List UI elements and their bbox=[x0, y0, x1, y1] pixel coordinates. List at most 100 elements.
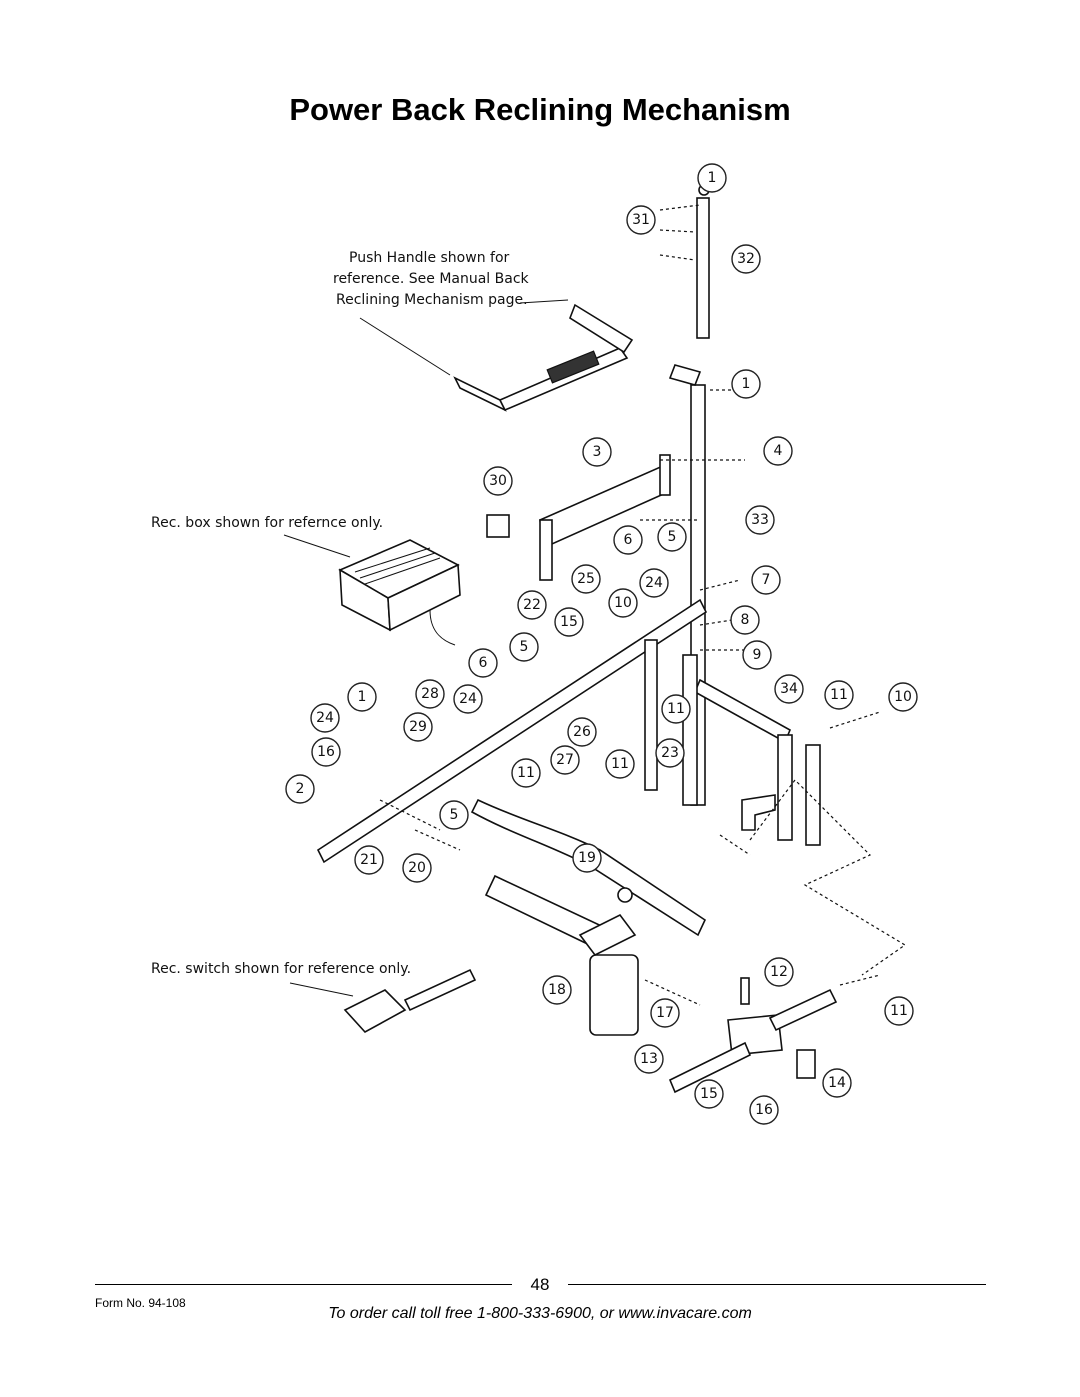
callout: 3 bbox=[582, 437, 612, 467]
leader-rec-box bbox=[283, 534, 351, 558]
svg-text:6: 6 bbox=[479, 655, 488, 671]
callout: 16 bbox=[311, 737, 341, 767]
note-push-handle-3: Reclining Mechanism page. bbox=[336, 292, 528, 308]
main-frame bbox=[316, 598, 821, 937]
svg-text:9: 9 bbox=[753, 647, 762, 663]
svg-text:33: 33 bbox=[751, 512, 769, 528]
order-line: To order call toll free 1-800-333-6900, … bbox=[328, 1305, 752, 1322]
callout: 20 bbox=[402, 853, 432, 883]
callout: 11 bbox=[824, 680, 854, 710]
callout: 7 bbox=[751, 565, 781, 595]
svg-text:14: 14 bbox=[828, 1075, 846, 1091]
dashed-hardware bbox=[379, 204, 881, 986]
svg-text:11: 11 bbox=[611, 756, 629, 772]
callout: 18 bbox=[542, 975, 572, 1005]
callout: 4 bbox=[763, 436, 793, 466]
callout: 30 bbox=[483, 466, 513, 496]
svg-text:26: 26 bbox=[573, 724, 591, 740]
callout: 22 bbox=[517, 590, 547, 620]
leader-push-handle bbox=[359, 317, 451, 376]
svg-text:24: 24 bbox=[645, 575, 663, 591]
callout: 13 bbox=[634, 1044, 664, 1074]
callout: 26 bbox=[567, 717, 597, 747]
callout: 15 bbox=[694, 1079, 724, 1109]
callout: 21 bbox=[354, 845, 384, 875]
callout: 28 bbox=[415, 679, 445, 709]
svg-text:10: 10 bbox=[894, 689, 912, 705]
svg-text:12: 12 bbox=[770, 964, 788, 980]
svg-text:19: 19 bbox=[578, 850, 596, 866]
callout: 9 bbox=[742, 640, 772, 670]
callout: 5 bbox=[439, 800, 469, 830]
svg-text:10: 10 bbox=[614, 595, 632, 611]
callout: 10 bbox=[608, 588, 638, 618]
lower-tube bbox=[668, 977, 838, 1094]
callout: 16 bbox=[749, 1095, 779, 1125]
callout: 29 bbox=[403, 712, 433, 742]
callout: 14 bbox=[822, 1068, 852, 1098]
svg-text:25: 25 bbox=[577, 571, 595, 587]
callout: 11 bbox=[511, 758, 541, 788]
svg-text:1: 1 bbox=[708, 170, 717, 186]
callout: 17 bbox=[650, 998, 680, 1028]
push-handle bbox=[453, 303, 634, 412]
svg-text:11: 11 bbox=[517, 765, 535, 781]
callout: 24 bbox=[453, 684, 483, 714]
callout: 2 bbox=[285, 774, 315, 804]
svg-text:29: 29 bbox=[409, 719, 427, 735]
note-push-handle-1: Push Handle shown for bbox=[349, 250, 510, 266]
svg-text:4: 4 bbox=[774, 443, 783, 459]
callout: 5 bbox=[509, 632, 539, 662]
callout: 31 bbox=[626, 205, 656, 235]
svg-text:17: 17 bbox=[656, 1005, 674, 1021]
svg-text:20: 20 bbox=[408, 860, 426, 876]
svg-text:22: 22 bbox=[523, 597, 541, 613]
callout: 11 bbox=[884, 996, 914, 1026]
callout: 34 bbox=[774, 674, 804, 704]
svg-text:5: 5 bbox=[450, 807, 459, 823]
svg-text:24: 24 bbox=[459, 691, 477, 707]
svg-text:15: 15 bbox=[560, 614, 578, 630]
note-rec-box: Rec. box shown for refernce only. bbox=[151, 515, 383, 531]
callout: 10 bbox=[888, 682, 918, 712]
callout: 12 bbox=[764, 957, 794, 987]
svg-text:21: 21 bbox=[360, 852, 378, 868]
footer-rule-right bbox=[568, 1284, 986, 1285]
callout: 1 bbox=[731, 369, 761, 399]
svg-text:23: 23 bbox=[661, 745, 679, 761]
svg-text:11: 11 bbox=[667, 701, 685, 717]
svg-text:31: 31 bbox=[632, 212, 650, 228]
callout: 33 bbox=[745, 505, 775, 535]
svg-text:5: 5 bbox=[668, 529, 677, 545]
footer-rule-left bbox=[95, 1284, 512, 1285]
svg-text:2: 2 bbox=[296, 781, 305, 797]
svg-text:30: 30 bbox=[489, 473, 507, 489]
callout: 27 bbox=[550, 745, 580, 775]
page-title: Power Back Reclining Mechanism bbox=[289, 92, 791, 127]
wire-route bbox=[644, 779, 907, 1006]
callout: 32 bbox=[731, 244, 761, 274]
svg-text:7: 7 bbox=[762, 572, 771, 588]
note-rec-switch: Rec. switch shown for reference only. bbox=[151, 961, 411, 977]
svg-text:5: 5 bbox=[520, 639, 529, 655]
svg-text:34: 34 bbox=[780, 681, 798, 697]
bracket-3 bbox=[486, 454, 671, 581]
callout: 6 bbox=[613, 525, 643, 555]
page-number: 48 bbox=[530, 1275, 550, 1294]
callout: 1 bbox=[697, 163, 727, 193]
form-number: Form No. 94-108 bbox=[95, 1296, 186, 1310]
rec-box bbox=[338, 539, 461, 646]
callout: 1 bbox=[347, 682, 377, 712]
svg-text:15: 15 bbox=[700, 1086, 718, 1102]
svg-text:11: 11 bbox=[830, 687, 848, 703]
callout: 5 bbox=[657, 522, 687, 552]
callout: 6 bbox=[468, 648, 498, 678]
svg-text:24: 24 bbox=[316, 710, 334, 726]
callout: 11 bbox=[605, 749, 635, 779]
svg-text:32: 32 bbox=[737, 251, 755, 267]
callout: 15 bbox=[554, 607, 584, 637]
svg-text:28: 28 bbox=[421, 686, 439, 702]
callouts: 1 31 32 1 3 4 30 33 6 5 25 24 7 22 10 15… bbox=[285, 163, 918, 1125]
callout: 24 bbox=[639, 568, 669, 598]
callout: 11 bbox=[661, 694, 691, 724]
